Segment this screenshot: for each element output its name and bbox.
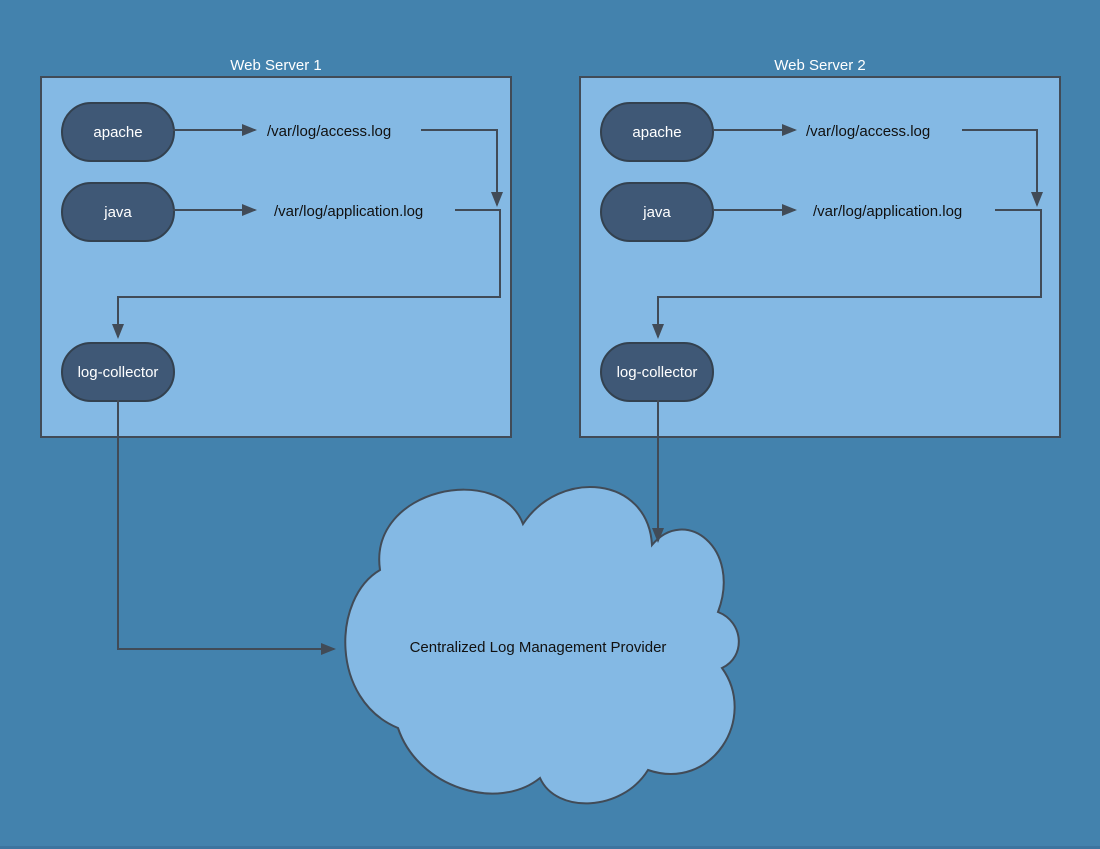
server-2-apache-node: apache <box>600 102 714 162</box>
server-1-apache-label: apache <box>93 123 143 141</box>
server-2-title: Web Server 2 <box>774 57 866 74</box>
canvas-bottom-edge <box>0 846 1100 849</box>
server-2-access-log-label: /var/log/access.log <box>806 123 931 140</box>
server-2-log-collector-label: log-collector <box>616 363 698 381</box>
server-1-java-node: java <box>61 182 175 242</box>
server-2-container: apache java log-collector /var/log/acces… <box>579 76 1061 438</box>
server-1-apache-node: apache <box>61 102 175 162</box>
server-1-java-label: java <box>104 203 132 221</box>
server-2-log-collector-node: log-collector <box>600 342 714 402</box>
cloud-label: Centralized Log Management Provider <box>409 639 667 656</box>
server-2-java-node: java <box>600 182 714 242</box>
server-1-access-log-label: /var/log/access.log <box>267 123 392 140</box>
server-1-title: Web Server 1 <box>230 57 322 74</box>
server-2-java-label: java <box>643 203 671 221</box>
server-1-log-collector-label: log-collector <box>77 363 159 381</box>
server-1-log-collector-node: log-collector <box>61 342 175 402</box>
server-2-application-log-label: /var/log/application.log <box>813 203 963 220</box>
server-1-application-log-label: /var/log/application.log <box>274 203 424 220</box>
server-2-apache-label: apache <box>632 123 682 141</box>
server-1-container: apache java log-collector /var/log/acces… <box>40 76 512 438</box>
